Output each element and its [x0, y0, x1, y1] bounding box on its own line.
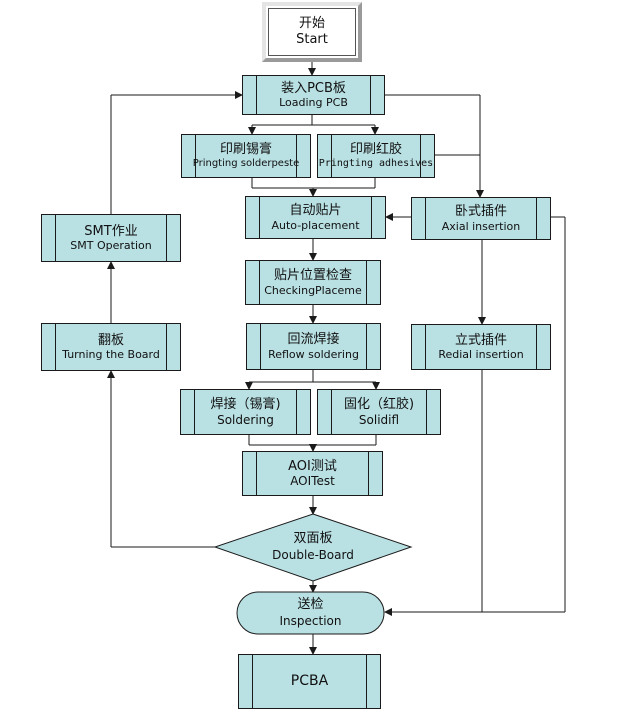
- soldering-box: 焊接（锡膏) Soldering: [180, 389, 311, 435]
- reflow-soldering-box: 回流焊接 Reflow soldering: [246, 323, 381, 370]
- start-label-en: Start: [296, 32, 328, 47]
- radial-insertion-box: 立式插件 Redial insertion: [411, 324, 551, 370]
- axial-insertion-box: 卧式插件 Axial insertion: [411, 197, 551, 240]
- reflow-label-zh: 回流焊接: [287, 332, 340, 348]
- solidify-label-en: Solidifl: [358, 412, 400, 427]
- double-board-label-en: Double-Board: [272, 547, 354, 562]
- turning-board-box: 翻板 Turning the Board: [41, 323, 181, 371]
- inspection-terminator: [236, 591, 385, 635]
- double-board-label-zh: 双面板: [293, 531, 333, 547]
- pcba-label: PCBA: [290, 673, 329, 690]
- double-board-diamond: [213, 513, 413, 582]
- turning-label-en: Turning the Board: [62, 348, 160, 362]
- axial-label-en: Axial insertion: [441, 219, 521, 233]
- auto-placement-label-en: Auto-placement: [271, 218, 360, 232]
- soldering-label-zh: 焊接（锡膏): [210, 397, 281, 412]
- check-label-zh: 贴片位置检查: [273, 268, 352, 284]
- loading-label-zh: 装入PCB板: [281, 80, 346, 96]
- loading-pcb-box: 装入PCB板 Loading PCB: [242, 75, 385, 115]
- start-node: 开始 Start: [262, 2, 362, 62]
- inspection-label-en: Inspection: [279, 613, 342, 628]
- aoi-test-box: AOI测试 AOITest: [242, 451, 383, 496]
- radial-label-zh: 立式插件: [454, 332, 507, 348]
- turning-label-zh: 翻板: [97, 332, 124, 348]
- smt-operation-label-en: SMT Operation: [70, 239, 152, 253]
- print-adhesive-box: 印刷红胶 Pringting adhesives: [317, 134, 435, 178]
- axial-label-zh: 卧式插件: [454, 204, 507, 220]
- reflow-label-en: Reflow soldering: [268, 347, 359, 361]
- inspection-label-zh: 送检: [297, 597, 324, 613]
- print-solderpaste-box: 印刷锡膏 Pringting solderpeste: [181, 134, 311, 178]
- inspection-label: 送检 Inspection: [237, 592, 384, 634]
- solidify-box: 固化（红胶) Solidifl: [317, 389, 441, 435]
- smt-operation-label-zh: SMT作业: [84, 223, 138, 239]
- print-adhesive-label-en: Pringting adhesives: [318, 157, 434, 169]
- radial-label-en: Redial insertion: [438, 348, 524, 362]
- print-paste-label-zh: 印刷锡膏: [219, 142, 272, 158]
- check-label-en: CheckingPlaceme: [264, 283, 362, 297]
- checking-placement-box: 贴片位置检查 CheckingPlaceme: [245, 260, 381, 305]
- loading-label-en: Loading PCB: [279, 96, 348, 110]
- pcba-box: PCBA: [238, 654, 381, 709]
- aoi-label-en: AOITest: [290, 474, 335, 489]
- start-label-zh: 开始: [298, 16, 325, 32]
- smt-operation-box: SMT作业 SMT Operation: [41, 214, 181, 262]
- print-adhesive-label-zh: 印刷红胶: [349, 142, 402, 158]
- auto-placement-label-zh: 自动贴片: [289, 203, 342, 219]
- print-paste-label-en: Pringting solderpeste: [192, 157, 300, 169]
- double-board-label: 双面板 Double-Board: [240, 528, 386, 566]
- aoi-label-zh: AOI测试: [288, 458, 337, 474]
- soldering-label-en: Soldering: [217, 412, 274, 427]
- auto-placement-box: 自动贴片 Auto-placement: [245, 196, 386, 239]
- solidify-label-zh: 固化（红胶): [343, 397, 415, 412]
